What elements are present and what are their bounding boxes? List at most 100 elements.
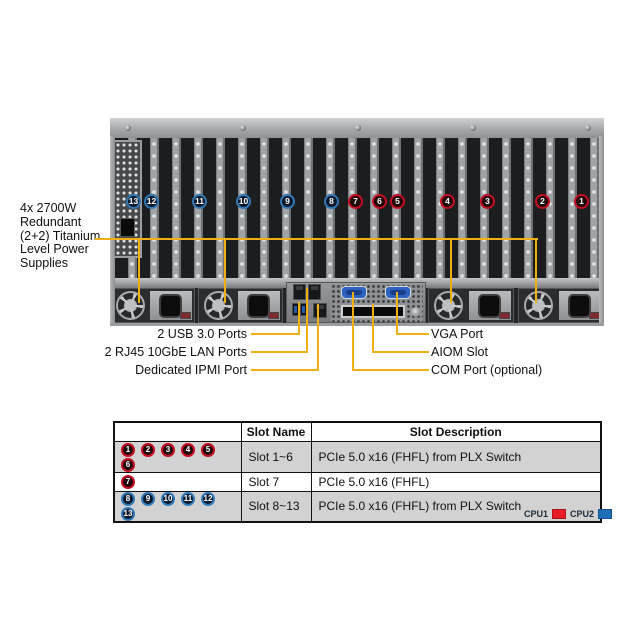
cell-slot-name: Slot 1~6 <box>240 441 312 473</box>
thumbscrew-icon <box>411 307 421 317</box>
callout-line-ipmi <box>317 304 319 371</box>
label-usb-ports: 2 USB 3.0 Ports <box>157 327 247 341</box>
callout-line-vga <box>396 292 398 335</box>
slot-badge-13: 13 <box>126 194 141 209</box>
psu-4 <box>518 288 604 323</box>
chassis-top-rail <box>110 118 604 140</box>
psu-2 <box>198 288 283 323</box>
header-slot-name: Slot Name <box>240 421 312 442</box>
slot-badge-5: 5 <box>201 442 215 457</box>
psu-fan-icon <box>434 291 463 320</box>
slot-badge-8: 8 <box>121 492 135 507</box>
screw-icon <box>240 125 246 131</box>
slot-badge-7: 7 <box>348 194 363 209</box>
slot-badge-11: 11 <box>181 492 195 507</box>
callout-line-ipmi <box>251 369 319 371</box>
psu-led <box>499 312 510 319</box>
slot-badge-10: 10 <box>161 492 175 507</box>
psu-callout-label: 4x 2700W Redundant (2+2) Titanium Level … <box>20 201 101 271</box>
slot-badge-4: 4 <box>440 194 455 209</box>
com-port-icon <box>341 286 367 299</box>
psu-1 <box>110 288 195 323</box>
slot-badge-6: 6 <box>121 457 135 472</box>
legend-cpu1-label: CPU1 <box>523 509 548 519</box>
header-slot-description: Slot Description <box>310 421 602 442</box>
slot-badge-13: 13 <box>121 507 135 522</box>
label-ipmi-port: Dedicated IPMI Port <box>135 363 247 377</box>
cpu-legend: CPU1 CPU2 <box>0 509 612 519</box>
screw-icon <box>470 125 476 131</box>
cpu2-swatch-icon <box>598 509 612 519</box>
rear-io-panel <box>286 282 426 323</box>
callout-line-psu1 <box>138 239 140 303</box>
label-vga-port: VGA Port <box>431 327 484 341</box>
chassis-rail-right <box>599 136 604 323</box>
psu-fan-icon <box>116 291 145 320</box>
slot-badge-8: 8 <box>324 194 339 209</box>
slot-badge-1: 1 <box>121 442 135 457</box>
cell-slot-name: Slot 7 <box>240 471 312 492</box>
slot-badge-3: 3 <box>161 442 175 457</box>
label-aiom-slot: AIOM Slot <box>431 345 488 359</box>
callout-line-com <box>352 292 354 371</box>
callout-line-vga <box>396 333 429 335</box>
cell-slot-name: Slot 8~13 <box>240 490 312 523</box>
callout-line-usb <box>251 333 300 335</box>
cell-slot-badges: 7 <box>113 471 242 492</box>
screw-icon <box>355 125 361 131</box>
callout-line-aiom <box>372 351 429 353</box>
power-inlet-icon <box>480 296 499 316</box>
callout-line-psu <box>95 238 538 240</box>
slot-badge-9: 9 <box>280 194 295 209</box>
power-inlet-icon <box>249 296 268 316</box>
screw-icon <box>585 125 591 131</box>
lan-port-2 <box>308 284 321 300</box>
slot-badge-4: 4 <box>181 442 195 457</box>
lan-port-1 <box>293 284 306 300</box>
slot-badge-12: 12 <box>201 492 215 507</box>
psu-plate <box>238 291 280 320</box>
cell-slot-description: PCIe 5.0 x16 (FHFL) from PLX Switch <box>310 441 602 473</box>
slot-badge-2: 2 <box>535 194 550 209</box>
slot-badge-12: 12 <box>144 194 159 209</box>
slot-badge-11: 11 <box>192 194 207 209</box>
callout-line-lan <box>251 351 308 353</box>
callout-line-psu4 <box>535 239 537 303</box>
header-badges <box>113 421 242 442</box>
legend-cpu2-label: CPU2 <box>569 509 594 519</box>
slot-badge-5: 5 <box>390 194 405 209</box>
label-com-port: COM Port (optional) <box>431 363 543 377</box>
bracket-port <box>120 218 135 237</box>
slot-badge-1: 1 <box>574 194 589 209</box>
slot-badge-9: 9 <box>141 492 155 507</box>
cell-slot-description: PCIe 5.0 x16 (FHFL) <box>310 471 602 492</box>
slot-badge-3: 3 <box>480 194 495 209</box>
callout-line-usb <box>298 302 300 335</box>
callout-line-psu2 <box>224 239 226 303</box>
psu-led <box>268 312 279 319</box>
psu-fan-icon <box>204 291 233 320</box>
table-header-row: Slot Name Slot Description <box>113 421 602 442</box>
slot-badge-7: 7 <box>121 475 135 490</box>
psu-3 <box>428 288 514 323</box>
power-inlet-icon <box>570 296 589 316</box>
cell-slot-description: PCIe 5.0 x16 (FHFL) from PLX Switch <box>310 490 602 523</box>
psu-led <box>180 312 191 319</box>
callout-line-aiom <box>372 304 374 353</box>
ipmi-port <box>313 303 327 318</box>
screw-icon <box>125 125 131 131</box>
psu-fan-icon <box>524 291 553 320</box>
label-lan-ports: 2 RJ45 10GbE LAN Ports <box>104 345 247 359</box>
slot-badge-2: 2 <box>141 442 155 457</box>
chassis-rail-left <box>110 136 115 323</box>
cpu1-swatch-icon <box>551 509 566 519</box>
